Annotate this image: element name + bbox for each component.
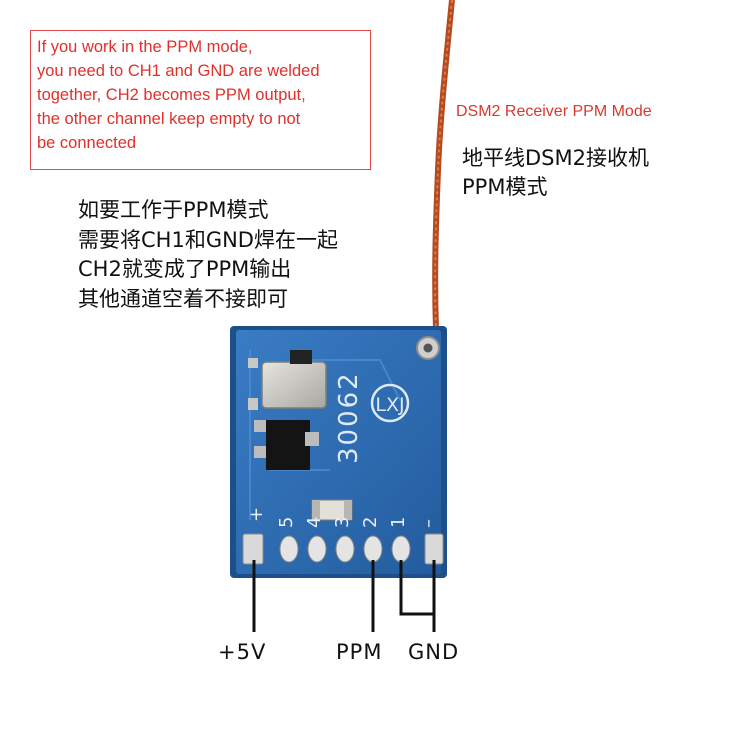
antenna-wire <box>432 0 455 331</box>
note-en-line-5: be connected <box>37 134 137 152</box>
note-zh-line-1: 如要工作于PPM模式 <box>78 198 269 222</box>
chinese-instruction-note: 如要工作于PPM模式 需要将CH1和GND焊在一起 CH2就变成了PPM输出 其… <box>78 196 338 314</box>
pin-mark-1: 1 <box>388 517 409 528</box>
note-zh-line-4: 其他通道空着不接即可 <box>78 286 288 311</box>
small-smd-pad <box>248 398 258 410</box>
mode-title-zh: 地平线DSM2接收机 PPM模式 <box>462 144 649 202</box>
antenna-pad <box>416 336 440 360</box>
small-smd-pad <box>248 358 258 368</box>
lxj-logo: LXJ <box>370 383 410 423</box>
label-plus5v: +5V <box>218 640 267 664</box>
silkscreen-code: 30062 <box>334 371 364 464</box>
pin-mark-3: 3 <box>332 517 353 528</box>
note-en-line-2: you need to CH1 and GND are welded <box>37 62 320 80</box>
pin-markings: + 5 4 3 2 1 – <box>246 507 439 528</box>
note-zh-line-2: 需要将CH1和GND焊在一起 <box>78 227 338 252</box>
mode-zh-line-1: 地平线DSM2接收机 <box>462 146 649 170</box>
label-ppm: PPM <box>336 640 383 664</box>
crystal-component <box>261 350 327 409</box>
pin-mark-minus: – <box>418 519 439 528</box>
solder-pads <box>242 533 444 565</box>
note-en-line-1: If you work in the PPM mode, <box>37 38 253 56</box>
pin-mark-plus: + <box>246 507 267 522</box>
pin-mark-4: 4 <box>304 517 325 528</box>
note-en-line-3: together, CH2 becomes PPM output, <box>37 86 306 104</box>
note-zh-line-3: CH2就变成了PPM输出 <box>78 257 292 281</box>
mode-zh-line-2: PPM模式 <box>462 175 548 199</box>
pin-callout-lines <box>252 560 436 632</box>
logo-text: LXJ <box>375 394 404 416</box>
english-instruction-note: If you work in the PPM mode, you need to… <box>30 30 371 170</box>
mode-title-en: DSM2 Receiver PPM Mode <box>456 103 652 120</box>
note-en-line-4: the other channel keep empty to not <box>37 110 301 128</box>
label-gnd: GND <box>408 640 460 664</box>
pin-mark-2: 2 <box>360 517 381 528</box>
smd-capacitor <box>311 499 353 521</box>
ic-chip <box>254 420 319 470</box>
pin-mark-5: 5 <box>276 517 297 528</box>
